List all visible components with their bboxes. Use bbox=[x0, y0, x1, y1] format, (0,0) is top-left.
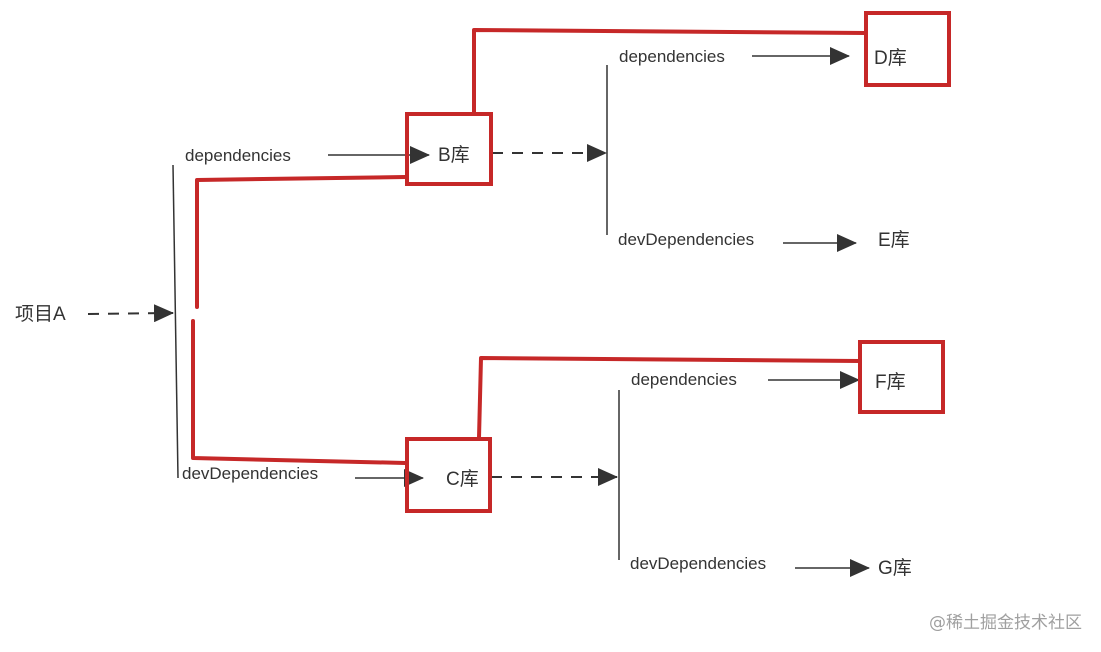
node-label-c: C库 bbox=[446, 468, 479, 490]
node-label-g: G库 bbox=[878, 557, 912, 579]
node-label-e: E库 bbox=[878, 229, 910, 251]
highlight-path-c-to-f bbox=[477, 356, 862, 440]
dep-label-root: dependencies bbox=[185, 146, 291, 165]
root-bracket-line bbox=[172, 164, 179, 479]
node-box-c bbox=[405, 437, 492, 513]
node-box-b bbox=[405, 112, 493, 186]
node-label-f: F库 bbox=[875, 371, 906, 393]
devdep-label-c: devDependencies bbox=[630, 554, 766, 573]
devdep-label-b: devDependencies bbox=[618, 230, 754, 249]
highlight-path-root-to-c bbox=[191, 319, 407, 465]
highlight-path-root-to-b bbox=[195, 175, 407, 309]
devdep-label-root: devDependencies bbox=[182, 464, 318, 483]
root-label: 项目A bbox=[15, 304, 66, 325]
root-dashed-arrow bbox=[87, 304, 174, 323]
watermark-text: @稀土掘金技术社区 bbox=[929, 613, 1082, 633]
dep-label-b: dependencies bbox=[619, 47, 725, 66]
node-box-f bbox=[858, 340, 945, 414]
node-label-b: B库 bbox=[438, 144, 470, 166]
node-box-d bbox=[864, 11, 951, 87]
node-label-d: D库 bbox=[874, 47, 907, 69]
highlight-path-b-to-d bbox=[472, 28, 868, 114]
dep-label-c: dependencies bbox=[631, 370, 737, 389]
